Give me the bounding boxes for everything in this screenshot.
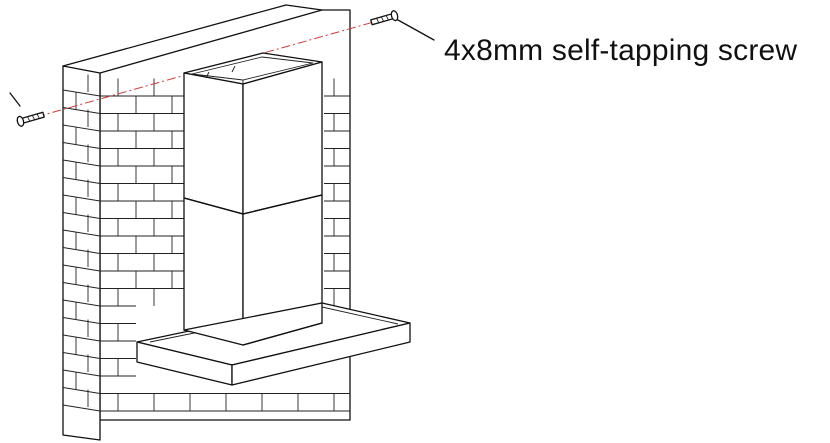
screw-callout-label: 4x8mm self-tapping screw [444,34,798,67]
hood-canopy [136,302,411,386]
right-screw [370,10,399,26]
upper-chimney [183,52,323,215]
left-screw-leader [9,92,21,107]
right-screw-leader [397,19,435,41]
left-screw [16,111,45,127]
